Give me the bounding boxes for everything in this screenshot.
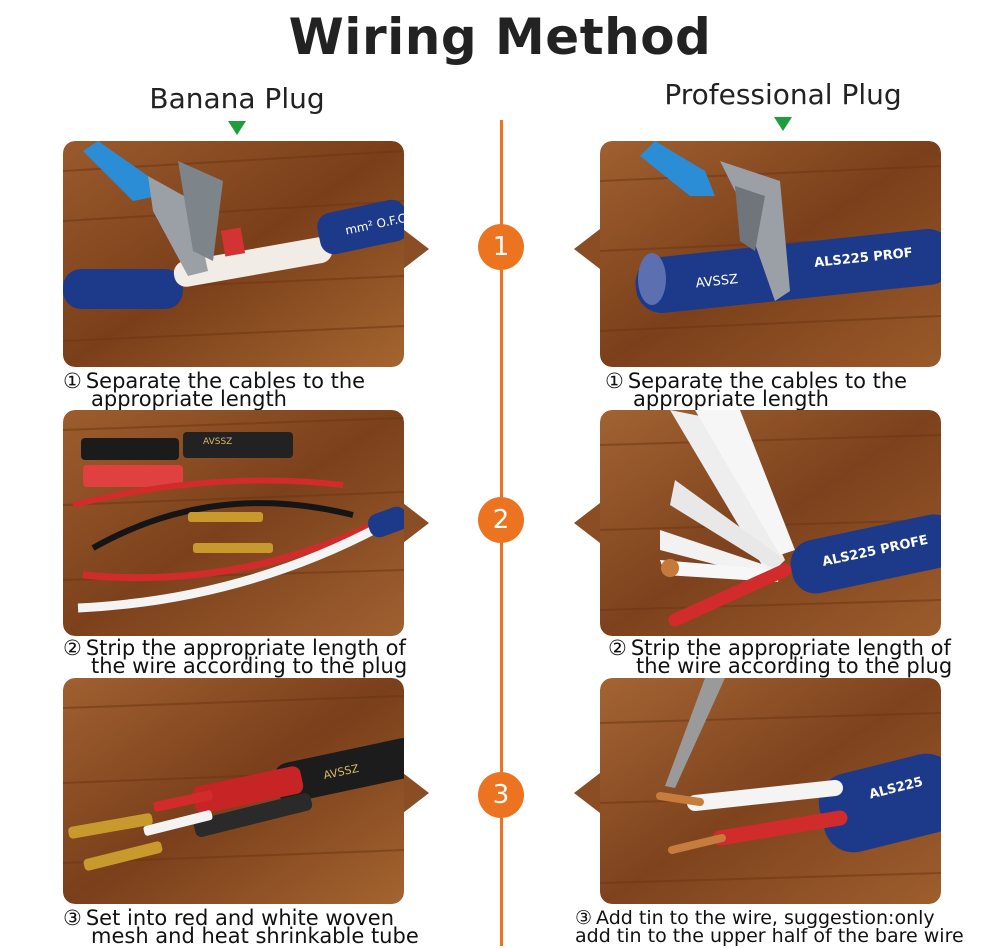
photo-banana-step-2: AVSSZ: [63, 410, 429, 636]
photo-image: AVSSZ: [63, 410, 404, 636]
caption-line: Strip the appropriate length of: [85, 636, 406, 660]
caption-line: appropriate length: [633, 387, 829, 411]
down-arrow-icon: [774, 117, 792, 131]
photo-pointer: [574, 229, 600, 269]
photo-professional-step-2: ALS225 PROFE: [574, 410, 941, 636]
photo-pointer: [403, 503, 429, 543]
caption-line: Strip the appropriate length of: [630, 636, 951, 660]
step-badge-1: 1: [478, 224, 524, 270]
column-header-banana: Banana Plug: [117, 82, 357, 135]
photo-professional-step-1: AVSSZ ALS225 PROF: [574, 141, 941, 367]
tube-print: AVSSZ: [203, 437, 232, 447]
step-mark: ②: [608, 636, 627, 660]
photo-professional-step-3: ALS225: [574, 678, 941, 904]
photo-pointer: [403, 229, 429, 269]
step-badge-3: 3: [478, 772, 524, 818]
caption-line: Add tin to the wire, suggestion:only: [596, 907, 935, 929]
brand-print: AVSSZ: [695, 272, 739, 291]
photo-pointer: [403, 773, 429, 813]
page-title: Wiring Method: [288, 8, 712, 66]
caption-line: appropriate length: [91, 387, 287, 411]
caption-line: mesh and heat shrinkable tube: [91, 924, 419, 948]
photo-pointer: [574, 503, 600, 543]
step-mark: ①: [63, 369, 82, 393]
photo-banana-step-3: AVSSZ: [63, 678, 429, 904]
caption-line: Set into red and white woven: [85, 906, 394, 930]
caption-line: add tin to the upper half of the bare wi…: [575, 925, 964, 947]
caption-line: the wire according to the plug: [91, 654, 408, 678]
photo-image: AVSSZ: [63, 678, 404, 904]
caption-line: the wire according to the plug: [636, 654, 953, 678]
photo-banana-step-1: mm² O.F.C: [63, 141, 429, 367]
step-mark: ②: [63, 636, 82, 660]
photo-image: ALS225: [600, 678, 941, 904]
down-arrow-icon: [228, 121, 246, 135]
step-badge-2: 2: [478, 497, 524, 543]
photo-image: AVSSZ ALS225 PROF: [600, 141, 941, 367]
caption-line: Separate the cables to the: [627, 369, 908, 393]
caption-line: Separate the cables to the: [85, 369, 366, 393]
step-mark: ③: [575, 907, 593, 929]
column-header-banana-label: Banana Plug: [149, 82, 325, 115]
column-header-professional-label: Professional Plug: [664, 78, 902, 111]
column-header-professional: Professional Plug: [643, 78, 923, 131]
photo-pointer: [574, 773, 600, 813]
step-mark: ③: [63, 906, 82, 930]
photo-image: ALS225 PROFE: [600, 410, 941, 636]
photo-image: mm² O.F.C: [63, 141, 404, 367]
step-mark: ①: [605, 369, 624, 393]
